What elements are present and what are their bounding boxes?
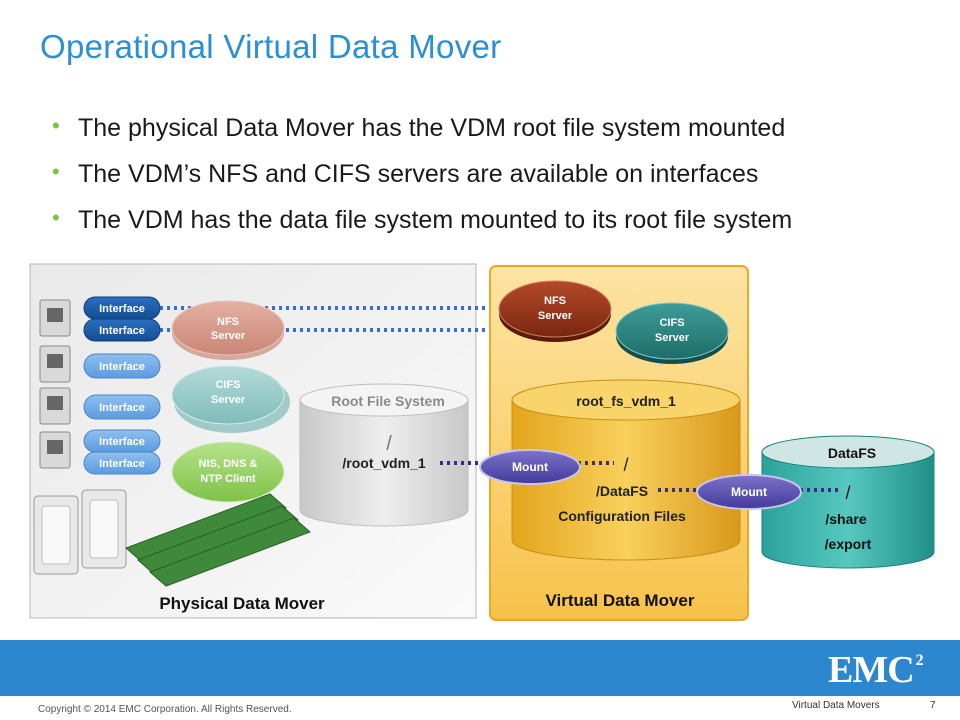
svg-text:Mount: Mount (731, 485, 767, 499)
bullet-item: • The VDM’s NFS and CIFS servers are avai… (52, 158, 792, 204)
bullet-dot-icon: • (52, 205, 60, 230)
interface-pill: Interface (83, 429, 161, 453)
svg-text:Server: Server (211, 330, 246, 342)
svg-text:/: / (386, 433, 392, 455)
svg-text:Server: Server (655, 332, 690, 344)
svg-text:Interface: Interface (99, 325, 145, 337)
page-number: 7 (930, 700, 936, 711)
nis-dns-ntp-client: NIS, DNS & NTP Client (171, 441, 285, 503)
svg-text:NTP Client: NTP Client (200, 473, 256, 485)
svg-text:Server: Server (211, 394, 246, 406)
svg-text:Interface: Interface (99, 436, 145, 448)
svg-text:/root_vdm_1: /root_vdm_1 (342, 455, 425, 471)
svg-text:/: / (845, 483, 850, 503)
vdm-cifs-server: CIFS Server (615, 302, 729, 364)
root-file-system-cylinder: Root File System / /root_vdm_1 (299, 383, 469, 527)
memory-modules-icon (125, 493, 311, 587)
physical-data-mover-label: Physical Data Mover (159, 594, 325, 613)
svg-text:CIFS: CIFS (215, 379, 240, 391)
svg-text:NFS: NFS (217, 316, 239, 328)
svg-text:/export: /export (825, 536, 872, 552)
svg-text:Root File System: Root File System (331, 393, 445, 409)
interface-pill: Interface (83, 394, 161, 420)
copyright-text: Copyright © 2014 EMC Corporation. All Ri… (38, 704, 292, 715)
svg-text:Configuration Files: Configuration Files (558, 508, 686, 524)
page-title: Operational Virtual Data Mover (40, 28, 502, 65)
svg-text:DataFS: DataFS (828, 445, 876, 461)
svg-text:Interface: Interface (99, 361, 145, 373)
interface-pill: Interface (83, 318, 161, 342)
bullet-text: The physical Data Mover has the VDM root… (78, 114, 786, 142)
bullet-dot-icon: • (52, 113, 60, 138)
section-name: Virtual Data Movers (792, 700, 880, 711)
bullet-dot-icon: • (52, 159, 60, 184)
svg-text:NFS: NFS (544, 295, 566, 307)
interface-pill: Interface (83, 451, 161, 475)
bullet-item: • The VDM has the data file system mounte… (52, 204, 792, 250)
processor-icon (33, 489, 127, 575)
physical-cifs-server: CIFS Server (171, 365, 290, 433)
svg-text:Server: Server (538, 310, 573, 322)
emc-logo-text: EMC (828, 649, 915, 691)
bullet-text: The VDM’s NFS and CIFS servers are avail… (78, 160, 759, 188)
interface-pill: Interface (83, 296, 161, 320)
physical-nfs-server: NFS Server (171, 300, 285, 360)
bullet-text: The VDM has the data file system mounted… (78, 206, 793, 234)
bullet-item: • The physical Data Mover has the VDM roo… (52, 112, 792, 158)
svg-text:/DataFS: /DataFS (596, 483, 648, 499)
mount-pill: Mount (479, 449, 581, 485)
svg-text:/: / (623, 455, 628, 475)
svg-text:NIS, DNS &: NIS, DNS & (199, 458, 258, 470)
bullet-list: • The physical Data Mover has the VDM roo… (52, 112, 792, 250)
svg-text:root_fs_vdm_1: root_fs_vdm_1 (576, 393, 676, 409)
svg-text:/share: /share (825, 511, 866, 527)
ethernet-ports (39, 299, 71, 469)
vdm-root-fs-cylinder: root_fs_vdm_1 / /DataFS Configuration Fi… (511, 379, 741, 561)
vdm-nfs-server: NFS Server (498, 280, 612, 342)
emc-logo-superscript: 2 (915, 652, 924, 669)
virtual-data-mover-label: Virtual Data Mover (546, 591, 695, 610)
svg-text:Interface: Interface (99, 458, 145, 470)
svg-text:Interface: Interface (99, 303, 145, 315)
mount-pill: Mount (696, 474, 802, 510)
datafs-cylinder: DataFS / /share /export (761, 435, 935, 569)
svg-text:CIFS: CIFS (659, 317, 684, 329)
footer-bar (0, 640, 960, 696)
vdm-diagram: Interface Interface Interface Interface … (29, 263, 935, 621)
svg-text:Mount: Mount (512, 460, 548, 474)
svg-text:Interface: Interface (99, 402, 145, 414)
interface-pill: Interface (83, 353, 161, 379)
